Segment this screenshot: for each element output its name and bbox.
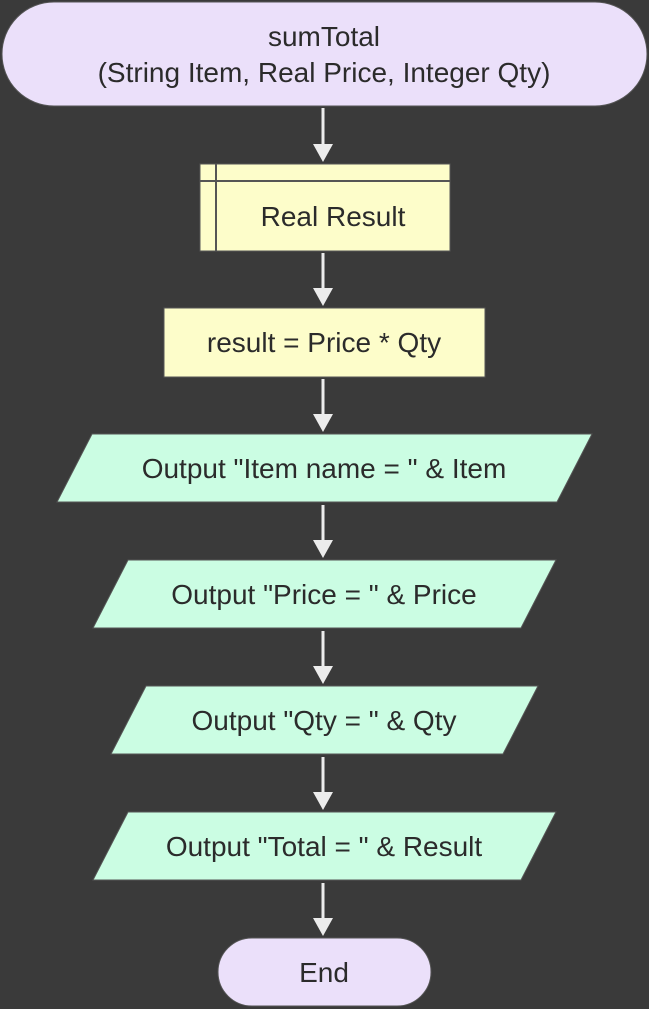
end-terminal: End [217,937,432,1007]
output-qty-label: Output "Qty = " & Qty [192,705,457,736]
connector-arrow-3 [313,379,333,432]
connector-arrow-2 [313,253,333,306]
declare-variable-box: Real Result [199,163,451,252]
connector-arrow-5 [313,631,333,684]
output-price: Output "Price = " & Price [92,559,557,629]
output-total-label: Output "Total = " & Result [166,831,483,862]
output-item-name-label: Output "Item name = " & Item [142,453,507,484]
connector-arrow-7 [313,883,333,936]
output-qty-shape [110,685,539,755]
output-total: Output "Total = " & Result [92,811,557,881]
connector-arrow-4 [313,505,333,558]
assign-process-box: result = Price * Qty [163,307,486,378]
output-total-shape [92,811,557,881]
end-label: End [299,957,349,988]
end-terminal-shape [217,937,432,1007]
function-name-label: sumTotal [268,21,380,52]
output-item-name: Output "Item name = " & Item [56,433,593,503]
start-terminal: sumTotal (String Item, Real Price, Integ… [1,1,648,107]
start-terminal-shape [1,1,648,107]
output-qty: Output "Qty = " & Qty [110,685,539,755]
connector-arrow-6 [313,757,333,810]
output-price-label: Output "Price = " & Price [171,579,476,610]
assign-box-shape [163,307,486,378]
function-parameters-label: (String Item, Real Price, Integer Qty) [98,57,551,88]
connector-arrow-1 [313,108,333,162]
output-item-name-shape [56,433,593,503]
output-price-shape [92,559,557,629]
assign-label: result = Price * Qty [207,327,441,358]
declare-label: Real Result [261,201,406,232]
declare-box-shape [199,163,451,252]
